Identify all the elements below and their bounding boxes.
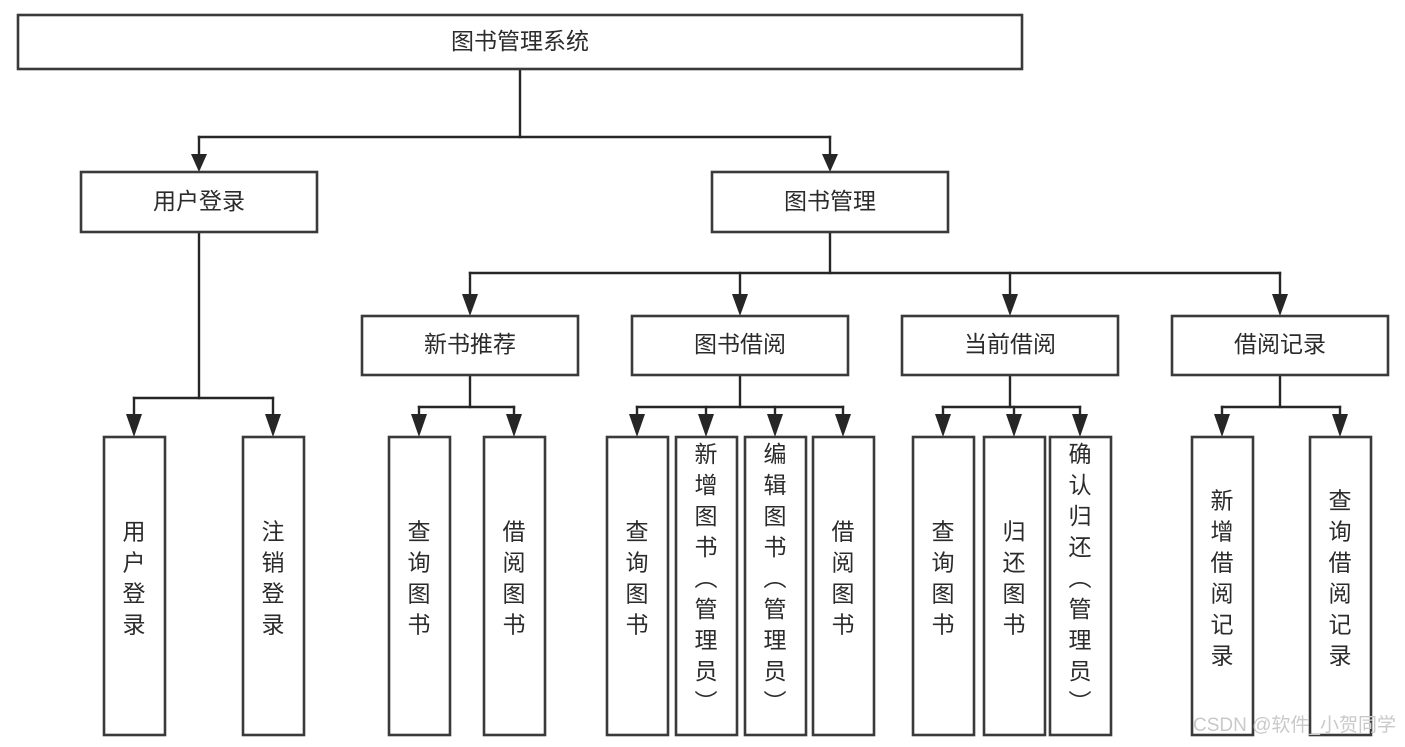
node-leaf-query-books-borrow-box[interactable] <box>605 435 670 737</box>
arrow-head-leaf-borrow-books <box>835 414 851 437</box>
node-new-book-recommend-label: 新书推荐 <box>424 331 516 357</box>
node-borrow-record-label: 借阅记录 <box>1234 331 1326 357</box>
node-leaf-add-borrow-record[interactable]: 新增借阅记录 <box>1190 435 1255 737</box>
node-root[interactable]: 图书管理系统 <box>16 13 1024 71</box>
node-leaf-return-books[interactable]: 归还图书 <box>982 435 1047 737</box>
arrow-head-leaf-confirm-return-admin <box>1072 414 1088 437</box>
node-book-borrow-box[interactable] <box>630 314 850 377</box>
node-leaf-confirm-return-admin-box[interactable] <box>1048 435 1113 737</box>
arrow-head-leaf-add-book-admin <box>698 414 714 437</box>
node-borrow-record-box[interactable] <box>1170 314 1390 377</box>
node-leaf-borrow-books-recommend-box[interactable] <box>482 435 547 737</box>
node-leaf-borrow-books-label: 借阅图书 <box>832 519 855 638</box>
csdn-watermark: CSDN @软件_小贺同学 <box>1193 714 1396 736</box>
node-leaf-user-logout-box[interactable] <box>241 435 306 737</box>
arrow-head-leaf-query-books-recommend <box>411 414 427 437</box>
node-leaf-user-logout[interactable]: 注销登录 <box>241 435 306 737</box>
node-leaf-query-borrow-record-label: 查询借阅记录 <box>1329 488 1352 669</box>
node-leaf-edit-book-admin-box[interactable] <box>743 435 808 737</box>
node-leaf-query-books-borrow-label: 查询图书 <box>626 519 649 638</box>
node-new-book-recommend-box[interactable] <box>360 314 580 377</box>
node-leaf-query-books-current-label: 查询图书 <box>932 519 955 638</box>
node-leaf-add-borrow-record-box[interactable] <box>1190 435 1255 737</box>
connector-layer <box>126 67 1348 437</box>
node-leaf-confirm-return-admin[interactable]: 确认归还︵管理员︶ <box>1048 435 1113 737</box>
node-leaf-query-books-current[interactable]: 查询图书 <box>911 435 976 737</box>
node-leaf-user-login-label: 用户登录 <box>123 519 146 638</box>
arrow-head-leaf-query-borrow-record <box>1332 414 1348 437</box>
node-leaf-edit-book-admin-label: 编辑图书︵管理员︶ <box>764 441 787 715</box>
node-leaf-borrow-books-recommend[interactable]: 借阅图书 <box>482 435 547 737</box>
node-leaf-user-login[interactable]: 用户登录 <box>102 435 167 737</box>
node-leaf-return-books-label: 归还图书 <box>1003 519 1026 638</box>
node-book-management-label: 图书管理 <box>784 188 876 214</box>
arrow-head-book-management <box>822 154 838 172</box>
node-borrow-record[interactable]: 借阅记录 <box>1170 314 1390 377</box>
node-leaf-query-borrow-record[interactable]: 查询借阅记录 <box>1308 435 1373 737</box>
node-user-login[interactable]: 用户登录 <box>79 170 319 234</box>
node-user-login-label: 用户登录 <box>153 188 245 214</box>
node-current-borrow[interactable]: 当前借阅 <box>900 314 1120 377</box>
node-leaf-borrow-books[interactable]: 借阅图书 <box>811 435 876 737</box>
node-book-management-box[interactable] <box>710 170 950 234</box>
node-leaf-add-book-admin-box[interactable] <box>674 435 739 737</box>
node-book-management[interactable]: 图书管理 <box>710 170 950 234</box>
arrow-head-leaf-query-books-current <box>935 414 951 437</box>
node-root-label: 图书管理系统 <box>451 28 589 54</box>
arrow-head-leaf-borrow-books-recommend <box>506 414 522 437</box>
arrow-head-leaf-user-logout <box>265 414 281 437</box>
node-leaf-add-book-admin-label: 新增图书︵管理员︶ <box>695 441 718 715</box>
node-leaf-edit-book-admin[interactable]: 编辑图书︵管理员︶ <box>743 435 808 737</box>
node-leaf-query-books-recommend-box[interactable] <box>387 435 452 737</box>
leaf-nodes-layer: 用户登录 注销登录 查询图书 借阅图书 查询图书 新增图书︵管理员︶ <box>102 435 1373 737</box>
node-leaf-user-login-box[interactable] <box>102 435 167 737</box>
node-leaf-query-books-recommend[interactable]: 查询图书 <box>387 435 452 737</box>
node-user-login-box[interactable] <box>79 170 319 234</box>
node-leaf-borrow-books-box[interactable] <box>811 435 876 737</box>
node-leaf-confirm-return-admin-label: 确认归还︵管理员︶ <box>1069 441 1092 715</box>
arrow-head-borrow-record <box>1272 294 1288 316</box>
node-book-borrow-label: 图书借阅 <box>694 331 786 357</box>
node-leaf-add-borrow-record-label: 新增借阅记录 <box>1211 488 1234 669</box>
arrow-head-leaf-return-books <box>1006 414 1022 437</box>
node-leaf-query-books-borrow[interactable]: 查询图书 <box>605 435 670 737</box>
node-leaf-user-logout-label: 注销登录 <box>262 519 285 638</box>
node-current-borrow-box[interactable] <box>900 314 1120 377</box>
arrow-head-book-borrow <box>732 294 748 316</box>
node-leaf-query-books-current-box[interactable] <box>911 435 976 737</box>
node-leaf-return-books-box[interactable] <box>982 435 1047 737</box>
node-current-borrow-label: 当前借阅 <box>964 331 1056 357</box>
node-leaf-borrow-books-recommend-label: 借阅图书 <box>503 519 526 638</box>
node-leaf-query-books-recommend-label: 查询图书 <box>408 519 431 638</box>
node-root-box[interactable] <box>16 13 1024 71</box>
node-new-book-recommend[interactable]: 新书推荐 <box>360 314 580 377</box>
arrow-head-new-book-recommend <box>462 294 478 316</box>
node-book-borrow[interactable]: 图书借阅 <box>630 314 850 377</box>
arrow-head-leaf-user-login <box>126 414 142 437</box>
arrow-head-leaf-add-borrow-record <box>1214 414 1230 437</box>
node-leaf-add-book-admin[interactable]: 新增图书︵管理员︶ <box>674 435 739 737</box>
arrow-head-leaf-query-books-borrow <box>629 414 645 437</box>
arrow-head-user-login <box>191 154 207 172</box>
arrow-head-leaf-edit-book-admin <box>767 414 783 437</box>
arrow-head-current-borrow <box>1002 294 1018 316</box>
node-leaf-query-borrow-record-box[interactable] <box>1308 435 1373 737</box>
